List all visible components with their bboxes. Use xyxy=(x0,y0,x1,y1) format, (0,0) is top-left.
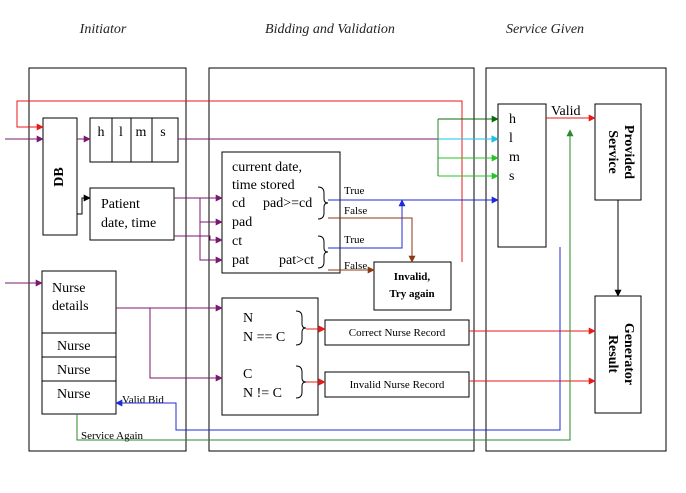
db-box xyxy=(42,117,78,236)
invalid-record-label: Invalid Nurse Record xyxy=(350,379,445,391)
compare-cond2: pat>ct xyxy=(279,253,314,268)
service-code-l: l xyxy=(509,131,513,146)
patient-to-pad xyxy=(199,198,223,226)
db-to-patient xyxy=(77,194,91,215)
compare-line1: current date, xyxy=(232,160,302,175)
header-service-given: Service Given xyxy=(506,22,584,37)
compare-box: current date, time stored cd pad>=cd pad… xyxy=(221,151,341,274)
initiator-panel xyxy=(28,67,187,452)
service-provided-line1: Service xyxy=(605,130,620,174)
result-generator-box: Result Generator xyxy=(594,295,642,414)
service-codes-box: h l m s xyxy=(497,103,547,248)
brace-3 xyxy=(295,310,307,346)
check-eq: N == C xyxy=(243,330,285,345)
patient-label-line2: date, time xyxy=(101,216,156,231)
patient-to-pat xyxy=(199,222,223,264)
nurse-row-3: Nurse xyxy=(57,387,90,402)
compare-cd: cd xyxy=(232,196,245,211)
branch-true-1: True xyxy=(344,185,364,197)
valid-bid-line xyxy=(115,247,561,431)
service-code-h: h xyxy=(509,112,516,127)
header-bidding-validation: Bidding and Validation xyxy=(265,22,395,37)
false-line-1 xyxy=(328,217,416,263)
valid-label: Valid xyxy=(551,104,581,119)
db-label: DB xyxy=(52,167,67,186)
header-initiator: Initiator xyxy=(79,22,127,37)
service-provided-line2: Provided xyxy=(621,125,636,179)
branch-false-2: False xyxy=(344,260,367,272)
check-neq: N != C xyxy=(243,386,282,401)
nurse-stack: Nurse details Nurse Nurse Nurse xyxy=(41,270,117,415)
compare-cond1: pad>=cd xyxy=(263,196,312,211)
nurse-to-neq xyxy=(149,308,223,382)
correct-record-label: Correct Nurse Record xyxy=(349,327,446,339)
true-line-2 xyxy=(328,199,406,249)
db-code-h: h xyxy=(98,125,105,140)
nurse-details-line2: details xyxy=(52,299,89,314)
patient-to-ct xyxy=(174,235,223,244)
check-n: N xyxy=(243,311,253,326)
check-c: C xyxy=(243,367,252,382)
invalid-line2: Try again xyxy=(389,288,434,300)
brace-1 xyxy=(317,186,329,220)
invalid-line1: Invalid, xyxy=(394,271,431,283)
compare-ct: ct xyxy=(232,234,242,249)
compare-line2: time stored xyxy=(232,178,295,193)
invalid-box: Invalid, Try again xyxy=(373,261,452,311)
correct-record-box: Correct Nurse Record xyxy=(324,319,470,346)
nurse-row-1: Nurse xyxy=(57,339,90,354)
compare-pad: pad xyxy=(232,215,252,230)
patient-box: Patient date, time xyxy=(89,187,175,241)
red-retry-line xyxy=(16,100,463,262)
branch-true-2: True xyxy=(344,234,364,246)
invalid-record-box: Invalid Nurse Record xyxy=(324,371,470,398)
service-again-line xyxy=(76,129,574,441)
db-codes-table: h l m s xyxy=(89,117,179,163)
service-provided-box: Service Provided xyxy=(594,103,642,201)
service-code-m: m xyxy=(509,150,520,165)
brace-2 xyxy=(317,235,329,269)
patient-label-line1: Patient xyxy=(101,197,140,212)
branch-false-1: False xyxy=(344,205,367,217)
nurse-row-2: Nurse xyxy=(57,363,90,378)
result-generator-line2: Generator xyxy=(621,323,636,385)
service-panel xyxy=(485,67,667,452)
compare-pat: pat xyxy=(232,253,249,268)
db-code-s: s xyxy=(160,125,165,140)
service-again-label: Service Again xyxy=(81,430,144,442)
db-code-l: l xyxy=(119,125,123,140)
db-code-m: m xyxy=(136,125,147,140)
valid-bid-label: Valid Bid xyxy=(122,394,164,406)
nurse-check-box: N N == C C N != C xyxy=(221,297,319,416)
service-code-s: s xyxy=(509,169,514,184)
result-generator-line1: Result xyxy=(605,335,620,373)
nurse-details-line1: Nurse xyxy=(52,281,85,296)
